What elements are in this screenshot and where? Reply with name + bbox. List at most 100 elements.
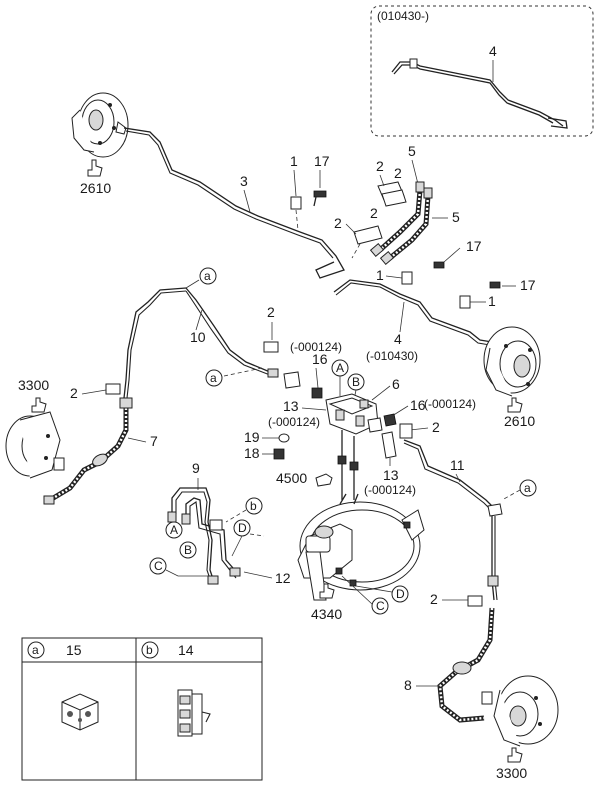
callout-C-booster: C	[376, 599, 385, 613]
label-5-a: 5	[408, 143, 416, 159]
label-2-b: 2	[394, 165, 402, 181]
label-13-a: 13	[283, 398, 299, 414]
hand-pointer-icon	[31, 397, 47, 413]
label-part-3: 3	[240, 173, 248, 189]
label-2-f: 2	[70, 385, 78, 401]
brake-pipe-11	[403, 439, 493, 507]
flexible-hose-7	[48, 404, 129, 503]
washer	[278, 433, 290, 443]
label-000124-c: (-000124)	[424, 397, 476, 411]
brake-booster-master-cylinder	[297, 493, 425, 601]
label-000124-a: (-000124)	[290, 340, 342, 354]
callout-B-top: B	[352, 375, 360, 389]
callout-C-circle	[149, 557, 167, 575]
legend-key-a: a	[32, 643, 39, 657]
pipe-clip	[401, 271, 413, 285]
label-16-a: 16	[312, 351, 328, 367]
legend-key-b: b	[146, 643, 153, 657]
callout-A-bottom: A	[170, 523, 178, 537]
callout-D-circle	[391, 585, 409, 603]
callout-a-right: a	[524, 481, 531, 495]
callout-b-mid: b	[250, 499, 257, 513]
callout-B-bottom: B	[184, 543, 192, 557]
brake-pipe-clip-15	[61, 693, 99, 731]
callout-B-circle	[179, 541, 197, 559]
label-13-b: 13	[383, 467, 399, 483]
label-part-7: 7	[150, 433, 158, 449]
hose-clip	[467, 595, 483, 607]
label-2-h: 2	[430, 591, 438, 607]
legend-a-circle	[27, 641, 45, 659]
brake-pipe-3	[123, 127, 345, 279]
brake-pipe-clip-14	[177, 689, 211, 737]
bolt	[433, 261, 445, 269]
label-000124-d: (-000124)	[364, 483, 416, 497]
callout-a-mid: a	[210, 371, 217, 385]
label-4500: 4500	[276, 470, 307, 486]
label-part-11: 11	[450, 457, 465, 473]
fitting-nut	[311, 387, 323, 399]
hand-pointer-icon	[315, 473, 333, 487]
pipe-clip	[263, 341, 279, 353]
label-2-c: 2	[334, 215, 342, 231]
label-2-d: 2	[370, 205, 378, 221]
pipe-clip	[290, 196, 302, 210]
callout-A-top: A	[336, 361, 344, 375]
inset-box: (010430-) 4	[370, 5, 594, 137]
pipe-clip	[487, 503, 503, 517]
label-2610-bottom: 2610	[504, 413, 535, 429]
label-1-b: 1	[376, 267, 384, 283]
callout-b-circle	[245, 497, 263, 515]
label-18: 18	[244, 445, 260, 461]
front-left-wheel-hub	[71, 92, 129, 177]
label-4-date: (-010430)	[366, 349, 418, 363]
label-part-9: 9	[192, 460, 200, 476]
union-fitting	[283, 371, 301, 389]
label-part-8: 8	[404, 677, 412, 693]
pipe-clip	[209, 519, 223, 531]
flexible-hose-5-lower	[388, 195, 431, 260]
label-5-b: 5	[452, 209, 460, 225]
label-1-a: 1	[290, 153, 298, 169]
pipe-clip-center	[353, 225, 383, 245]
inset-brake-pipe	[391, 61, 564, 127]
fitting-nut	[383, 413, 397, 427]
legend-part-15: 15	[66, 642, 82, 658]
brake-pipe-10	[123, 287, 187, 399]
label-16-b: 16	[410, 397, 426, 413]
bolt	[489, 281, 501, 289]
inset-part-number: 4	[489, 43, 497, 59]
label-4340: 4340	[311, 606, 342, 622]
legend-table: a 15 b 14	[21, 637, 263, 781]
legend-b-circle	[141, 641, 159, 659]
label-2-g: 2	[432, 419, 440, 435]
callout-a-top: a	[204, 269, 211, 283]
brake-pipe-9	[171, 487, 215, 583]
union-fitting	[367, 417, 383, 433]
brake-pipe-4	[333, 279, 493, 343]
hand-pointer-icon	[507, 397, 523, 413]
label-1-c: 1	[488, 293, 496, 309]
rear-right-brake-backing-plate	[481, 675, 559, 763]
hose-clip	[105, 383, 121, 395]
label-19: 19	[244, 429, 260, 445]
union-fitting	[381, 431, 397, 459]
label-2-a: 2	[376, 158, 384, 174]
callout-C-circle	[371, 597, 389, 615]
callout-A-circle	[165, 521, 183, 539]
pipe-clip	[399, 423, 413, 439]
mounting-nut	[273, 448, 285, 460]
callout-a-circle	[519, 479, 537, 497]
label-part-6: 6	[392, 376, 400, 392]
front-right-wheel-hub	[483, 326, 541, 413]
rear-left-brake-backing-plate	[5, 397, 61, 479]
hand-pointer-icon	[87, 159, 103, 177]
inset-pipe-fitting	[409, 58, 418, 69]
label-2610-top: 2610	[80, 180, 111, 196]
legend-part-14: 14	[178, 642, 194, 658]
label-3300-top: 3300	[18, 377, 49, 393]
label-000124-b: (-000124)	[268, 415, 320, 429]
hand-pointer-icon	[319, 583, 335, 599]
inset-date-code: (010430-)	[377, 9, 429, 23]
